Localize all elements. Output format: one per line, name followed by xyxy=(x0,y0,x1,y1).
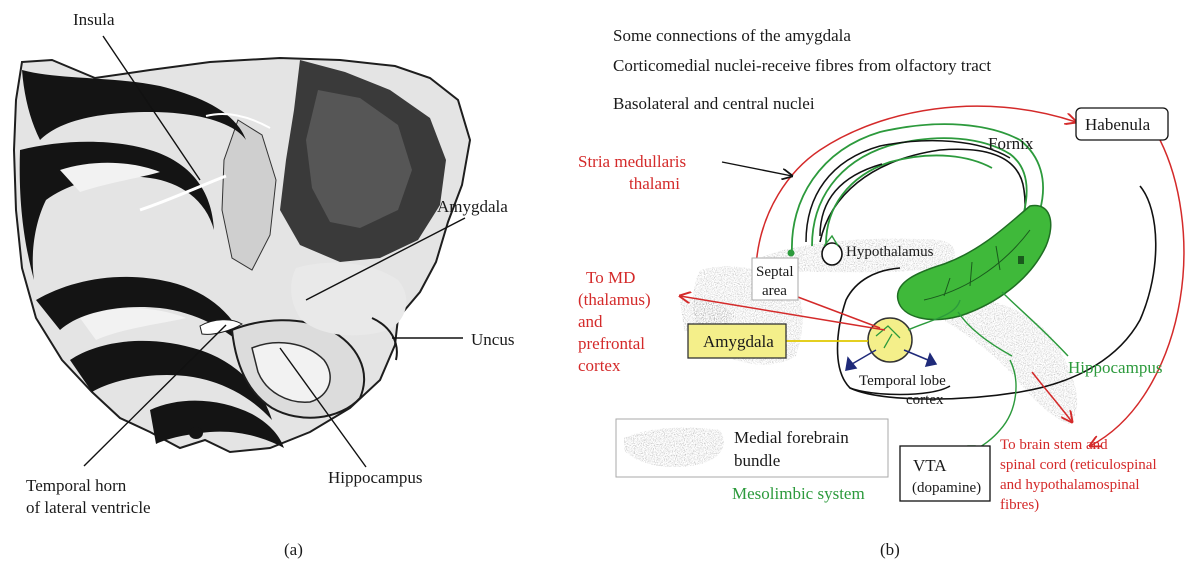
label-temporal-1: Temporal lobe xyxy=(859,373,946,389)
label-temporal-2: cortex xyxy=(906,392,944,408)
caption-b: (b) xyxy=(880,540,900,559)
label-mesolimbic: Mesolimbic system xyxy=(732,484,865,503)
label-hypothalamus: Hypothalamus xyxy=(846,244,934,260)
panel-b-header: Some connections of the amygdala Cortico… xyxy=(613,26,991,113)
svg-text:cortex: cortex xyxy=(578,356,621,375)
svg-text:prefrontal: prefrontal xyxy=(578,334,645,353)
svg-text:and hypothalamospinal: and hypothalamospinal xyxy=(1000,477,1140,493)
svg-text:and: and xyxy=(578,312,603,331)
brain-section-image xyxy=(14,58,470,452)
label-hippocampus-a: Hippocampus xyxy=(328,468,422,487)
label-amygdala-a: Amygdala xyxy=(437,197,508,216)
label-temporal-horn-2: of lateral ventricle xyxy=(26,498,151,517)
header-line-2: Corticomedial nuclei-receive fibres from… xyxy=(613,56,991,75)
svg-text:fibres): fibres) xyxy=(1000,497,1039,513)
label-stria-2: thalami xyxy=(629,174,680,193)
label-stria-1: Stria medullaris xyxy=(578,152,686,171)
label-to-md: To MD (thalamus) and prefrontal cortex xyxy=(578,268,651,375)
svg-text:(thalamus): (thalamus) xyxy=(578,290,651,309)
label-septal-1: Septal xyxy=(756,264,794,280)
amygdala-node xyxy=(868,318,912,362)
label-habenula: Habenula xyxy=(1085,115,1151,134)
svg-text:spinal cord (reticulospinal: spinal cord (reticulospinal xyxy=(1000,457,1157,473)
hypothalamus-node xyxy=(822,243,842,265)
svg-text:To MD: To MD xyxy=(586,268,635,287)
label-amygdala-box: Amygdala xyxy=(703,332,774,351)
fornix-black-arcs xyxy=(806,141,1010,242)
label-uncus: Uncus xyxy=(471,330,514,349)
label-mfb-1: Medial forebrain xyxy=(734,428,849,447)
label-insula: Insula xyxy=(73,10,115,29)
stria-pointer xyxy=(722,162,792,176)
label-hippocampus-b: Hippocampus xyxy=(1068,358,1162,377)
header-line-1: Some connections of the amygdala xyxy=(613,26,851,45)
header-line-3: Basolateral and central nuclei xyxy=(613,94,815,113)
label-temporal-horn-1: Temporal horn xyxy=(26,476,127,495)
label-septal-2: area xyxy=(762,283,787,299)
label-vta-2: (dopamine) xyxy=(912,480,981,496)
label-mfb-2: bundle xyxy=(734,451,780,470)
caption-a: (a) xyxy=(284,540,303,559)
label-vta-1: VTA xyxy=(913,456,947,475)
label-fornix: Fornix xyxy=(988,134,1034,153)
label-to-brainstem: To brain stem and spinal cord (reticulos… xyxy=(1000,437,1157,513)
svg-text:To brain stem and: To brain stem and xyxy=(1000,437,1108,453)
